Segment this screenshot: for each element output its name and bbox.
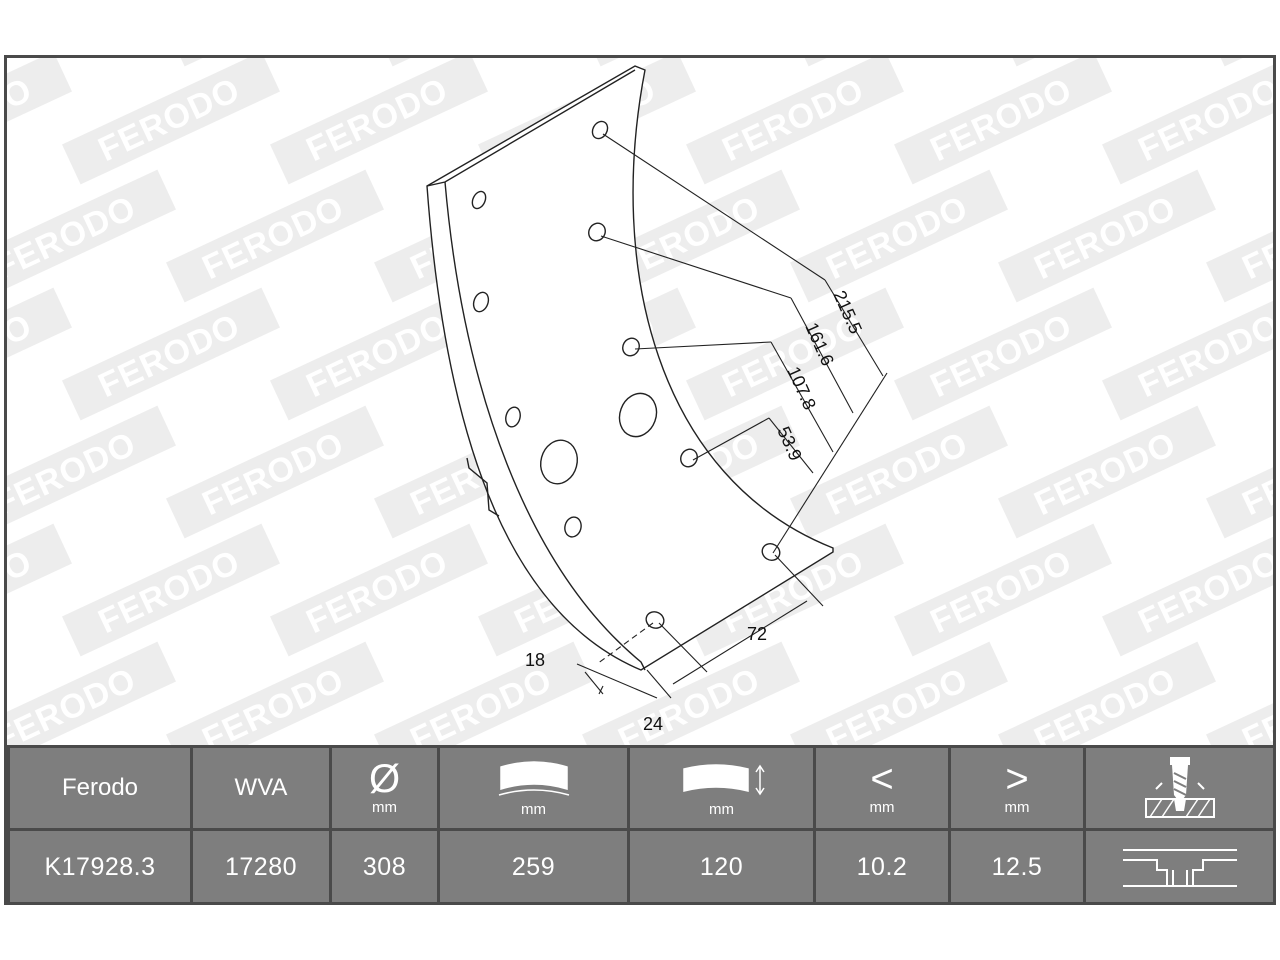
ferodo-watermark: FERODO [7,523,72,657]
width-cell: 120 [627,828,816,902]
ferodo-watermark: FERODO [7,641,176,748]
diameter-cell: 308 [329,828,440,902]
ferodo-watermark: FERODO [998,58,1216,67]
ferodo-watermark: FERODO [62,287,280,421]
watermark-text: FERODO [1133,307,1273,405]
ferodo-watermark: FERODO [62,523,280,657]
spec-header-row: Ferodo WVA Ø mm mm [7,745,1273,831]
ferodo-watermark: FERODO [790,641,1008,748]
watermark-text: FERODO [7,425,142,523]
ferodo-watermark: FERODO [374,641,592,748]
watermark-text: FERODO [1237,661,1273,748]
max-symbol: > [1005,756,1029,801]
ferodo-watermark: FERODO [790,58,1008,67]
diameter-header: Ø mm [329,745,440,831]
dimension-lines [576,133,888,699]
rivet-profile-cell [1083,828,1273,902]
wva-header: WVA [190,745,332,831]
ferodo-watermark: FERODO [166,169,384,303]
watermark-text: FERODO [1133,543,1273,641]
ferodo-watermark: FERODO [1102,287,1273,421]
wva-cell: 17280 [190,828,332,902]
ferodo-watermark: FERODO [1102,58,1273,185]
watermark-text: FERODO [821,661,974,748]
min-symbol: < [870,756,894,801]
rivet-drill-icon [1144,757,1215,818]
ferodo-watermark: FERODO [7,58,72,185]
watermark-text: FERODO [1029,661,1182,748]
ferodo-watermark: FERODO [1102,523,1273,657]
dim-72-label: 72 [747,624,767,644]
brand-header-text: Ferodo [61,774,139,801]
min-thickness-header: < mm [813,745,951,831]
ferodo-watermark: FERODO [1206,641,1273,748]
length-header: mm [437,745,630,831]
ferodo-watermark: FERODO [166,405,384,539]
curved-lining-length-icon [498,760,569,796]
watermark-text: FERODO [405,661,558,748]
brake-lining-shape [426,65,834,671]
ferodo-watermark: FERODO [894,287,1112,421]
ferodo-watermark: FERODO [62,58,280,185]
dim-24-label: 24 [643,714,663,734]
ferodo-watermark: FERODO [166,641,384,748]
watermark-text: FERODO [197,661,350,748]
ferodo-watermark: FERODO [790,405,1008,539]
ferodo-watermark: FERODO [998,405,1216,539]
watermark-text: FERODO [7,189,142,287]
ferodo-watermark: FERODO [1206,405,1273,539]
ferodo-watermark: FERODO [1206,58,1273,67]
ferodo-watermark: FERODO [7,405,176,539]
ferodo-watermark: FERODO [998,641,1216,748]
brand-header: Ferodo [7,745,193,831]
width-header: mm [627,745,816,831]
length-cell: 259 [437,828,630,902]
min-thickness-cell: 10.2 [813,828,951,902]
lining-width-icon [682,763,765,795]
dim-107-8-label: 107.8 [783,363,820,412]
length-unit: mm [521,800,546,818]
spec-table: Ferodo WVA Ø mm mm [7,745,1273,902]
ferodo-watermark: FERODO [686,287,904,421]
watermark-text: FERODO [1133,71,1273,169]
ferodo-watermark: FERODO [270,58,488,185]
spec-value-row: K17928.3 17280 308 259 120 10.2 12.5 [7,828,1273,902]
rivet-profile-icon [1122,849,1237,887]
diameter-symbol: Ø [368,756,401,801]
diameter-unit: mm [372,798,397,816]
ferodo-watermark: FERODO [894,58,1112,185]
dim-18-label: 18 [525,650,545,670]
part-number-cell: K17928.3 [7,828,193,902]
wva-header-text: WVA [234,774,288,801]
max-unit: mm [1004,798,1030,816]
ferodo-watermark: FERODO [582,58,800,67]
ferodo-watermark: FERODO [998,169,1216,303]
min-unit: mm [869,798,895,816]
ferodo-watermark: FERODO [1206,169,1273,303]
ferodo-watermark: FERODO [894,523,1112,657]
ferodo-watermark: FERODO [7,287,72,421]
rivet-header [1083,745,1273,831]
max-thickness-cell: 12.5 [948,828,1086,902]
ferodo-watermark: FERODO [790,169,1008,303]
ferodo-watermark: FERODO [166,58,384,67]
ferodo-watermark: FERODO [7,169,176,303]
ferodo-watermark: FERODO [686,58,904,185]
ferodo-watermark: FERODO [374,58,592,67]
width-unit: mm [709,800,734,818]
max-thickness-header: > mm [948,745,1086,831]
ferodo-watermark: FERODO [270,523,488,657]
